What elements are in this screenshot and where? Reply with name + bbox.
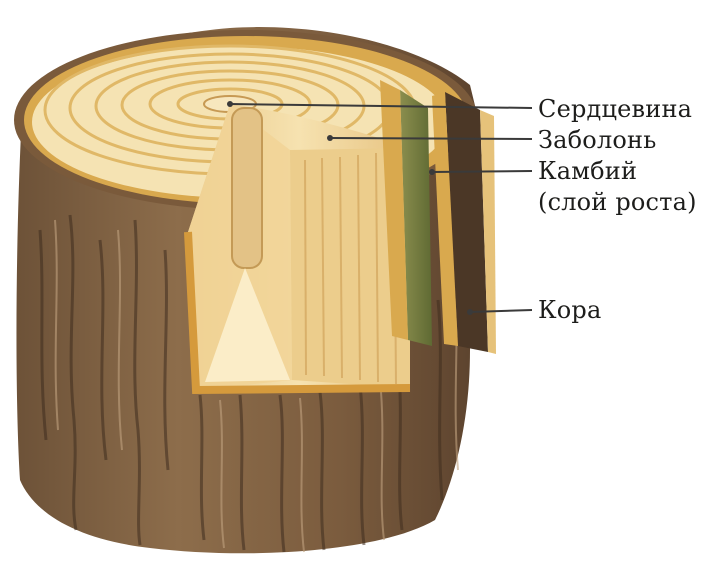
leader-sapwood <box>330 138 532 139</box>
label-bark: Кора <box>538 298 602 322</box>
label-cambium-note: (слой роста) <box>538 190 697 214</box>
label-cambium: Камбий <box>538 159 637 183</box>
pith-column <box>232 108 262 268</box>
label-sapwood: Заболонь <box>538 128 657 152</box>
leader-cambium <box>432 171 532 172</box>
label-pith: Сердцевина <box>538 97 692 121</box>
